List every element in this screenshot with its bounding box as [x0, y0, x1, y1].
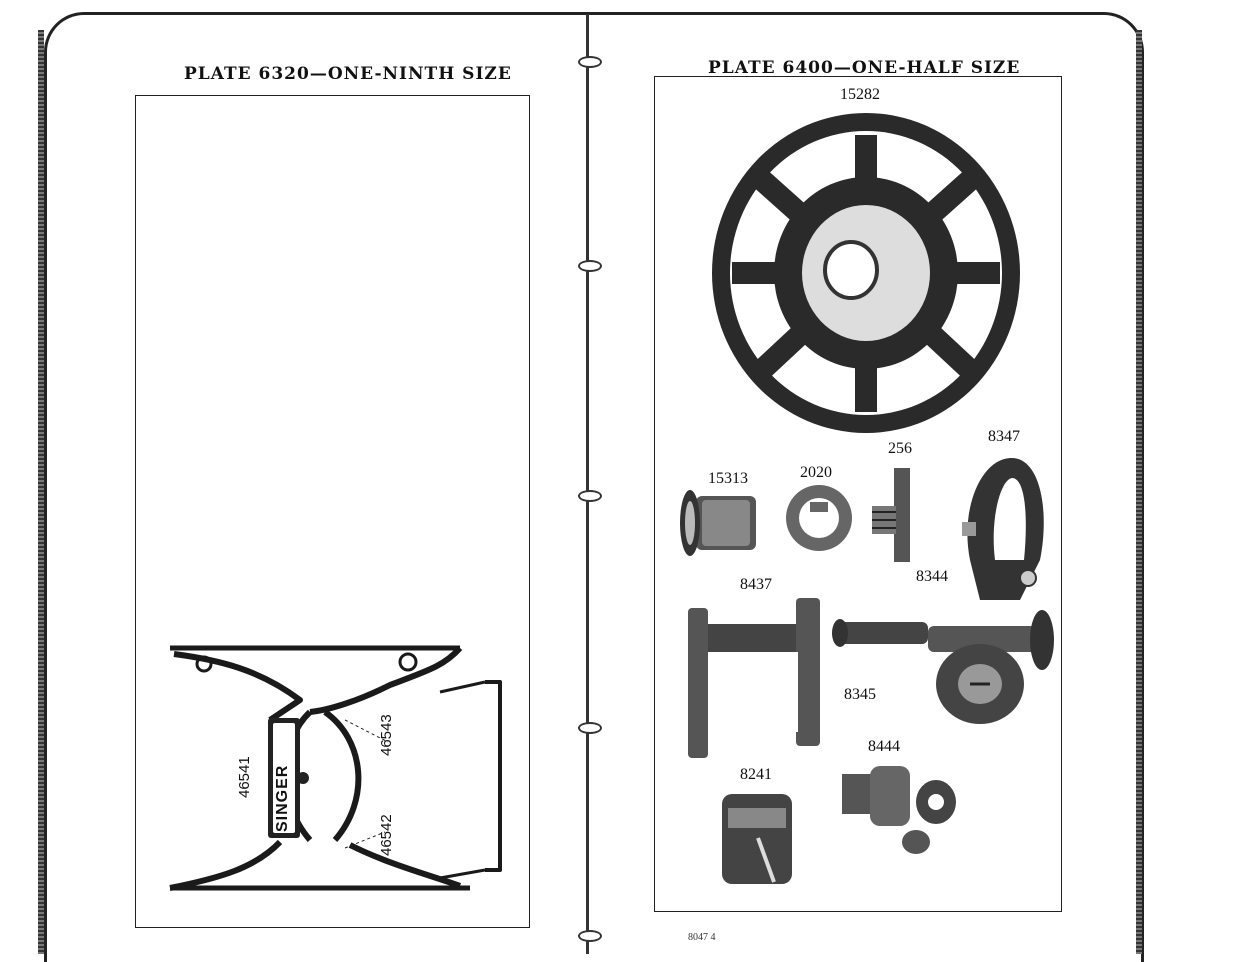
balance-wheel-illustration [712, 113, 1020, 433]
binder-right-edge [1136, 30, 1142, 954]
emblem-text: SINGER [274, 764, 291, 832]
part-8347-illustration [962, 457, 1044, 600]
part-label-8345: 8345 [844, 686, 876, 703]
part-label-8344: 8344 [916, 568, 948, 585]
left-plate-title: PLATE 6320—ONE-NINTH SIZE [184, 64, 512, 84]
page-footer-code: 8047 4 [688, 932, 716, 943]
part-label-8241: 8241 [740, 766, 772, 783]
left-plate-frame [135, 95, 530, 928]
part-label-46543: 46543 [378, 714, 395, 756]
part-label-2020: 2020 [800, 464, 832, 481]
part-8241-illustration [722, 794, 792, 884]
part-8444-illustration [842, 766, 956, 854]
part-label-15282: 15282 [840, 86, 880, 103]
binder-ring [578, 930, 602, 942]
part-2020-illustration [786, 485, 852, 551]
part-15313-illustration [680, 490, 756, 556]
binder-spine [586, 14, 589, 954]
part-label-8437: 8437 [740, 576, 772, 593]
binder-ring [578, 490, 602, 502]
part-label-46542: 46542 [378, 814, 395, 856]
binder-frame [44, 12, 1144, 962]
part-8345-illustration [832, 610, 1054, 724]
treadle-stand-illustration [169, 645, 502, 891]
binder-ring [578, 722, 602, 734]
part-8437-illustration [688, 598, 820, 758]
binder-ring [578, 56, 602, 68]
part-label-46541: 46541 [236, 756, 253, 798]
binder-ring [578, 260, 602, 272]
part-label-8347: 8347 [988, 428, 1020, 445]
binder-left-edge [38, 30, 44, 954]
right-plate-frame [654, 76, 1062, 912]
part-label-15313: 15313 [708, 470, 748, 487]
part-label-256: 256 [888, 440, 912, 457]
right-plate-title: PLATE 6400—ONE-HALF SIZE [708, 58, 1021, 78]
part-256-illustration [872, 468, 910, 562]
part-label-8444: 8444 [868, 738, 900, 755]
